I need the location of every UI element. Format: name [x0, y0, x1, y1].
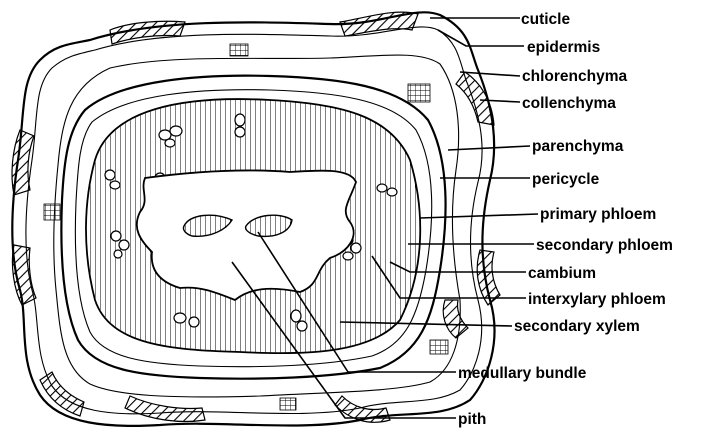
label-collenchyma: collenchyma [522, 95, 616, 112]
label-medullary-bundle: medullary bundle [458, 365, 587, 382]
label-secondary-xylem: secondary xylem [514, 318, 640, 335]
label-parenchyma: parenchyma [532, 138, 624, 155]
label-interxylary-phloem: interxylary phloem [528, 291, 666, 308]
label-secondary-phloem: secondary phloem [536, 237, 673, 254]
label-chlorenchyma: chlorenchyma [522, 68, 627, 85]
label-pericycle: pericycle [532, 171, 600, 188]
label-cambium: cambium [528, 265, 596, 282]
label-epidermis: epidermis [527, 39, 600, 56]
label-cuticle: cuticle [521, 11, 570, 28]
label-primary-phloem: primary phloem [540, 206, 656, 223]
label-pith: pith [458, 411, 486, 428]
